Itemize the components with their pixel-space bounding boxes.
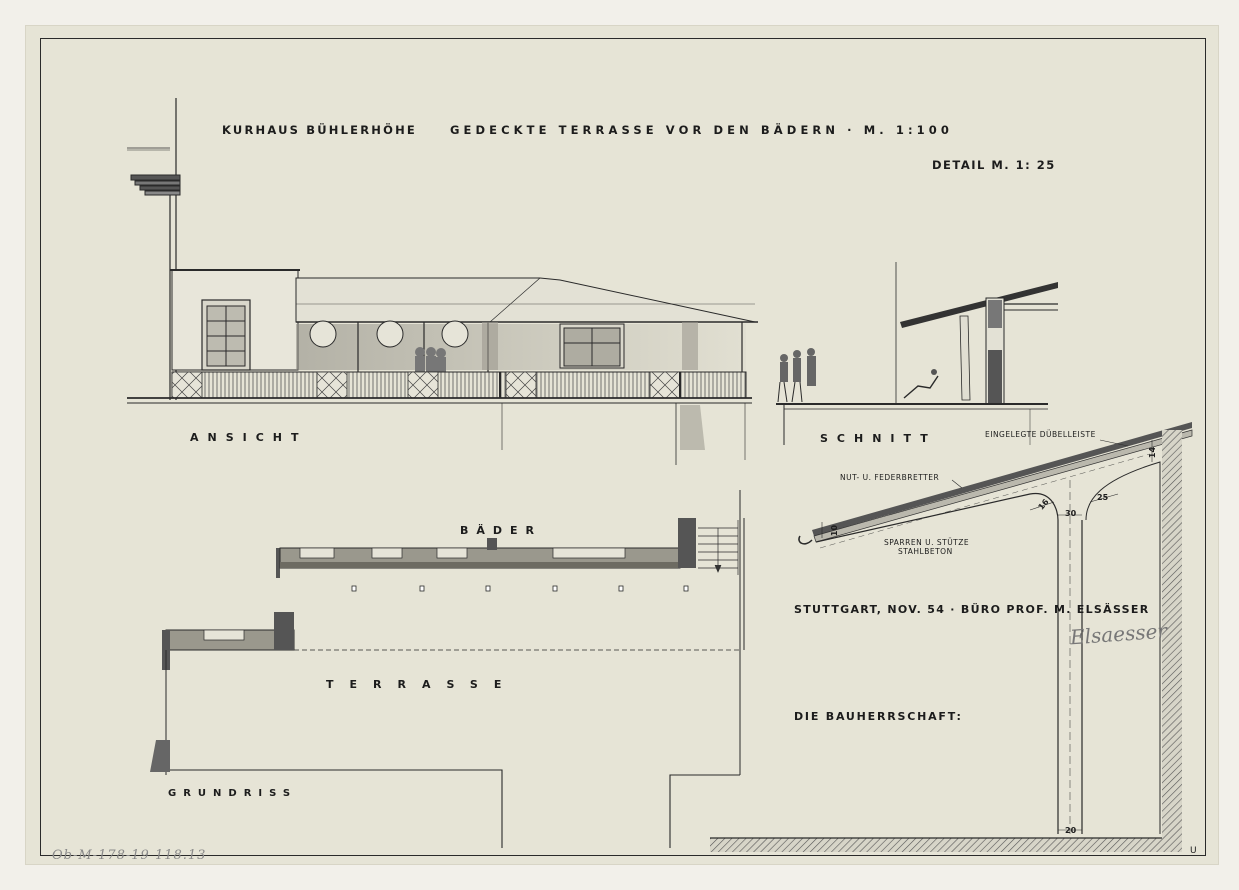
rafter-note-line2: STAHLBETON	[898, 547, 953, 556]
dim-10: 10	[830, 524, 840, 537]
drawing-frame	[40, 38, 1206, 856]
archive-mark: Ob-M-178-19 118.13	[52, 848, 207, 863]
corner-mark: U	[1190, 846, 1197, 856]
drawing-sheet	[26, 26, 1218, 864]
plan-view	[150, 490, 745, 848]
project-title: KURHAUS BÜHLERHÖHE	[222, 123, 417, 137]
dim-14: 14	[1148, 446, 1158, 459]
section-label: SCHNITT	[820, 432, 937, 445]
dim-20: 20	[1065, 826, 1077, 835]
detail-view	[710, 422, 1193, 852]
rafter-note-line1: SPARREN U. STÜTZE	[884, 538, 970, 547]
baths-label: BÄDER	[460, 524, 543, 537]
plan-label: GRUNDRISS	[168, 788, 298, 799]
terrace-label: TERRASSE	[326, 678, 518, 691]
elevation-view	[127, 98, 758, 465]
section-view	[776, 262, 1058, 445]
drawing-subject: GEDECKTE TERRASSE VOR DEN BÄDERN · M. 1:…	[450, 123, 953, 137]
boards-note: NUT- U. FEDERBRETTER	[840, 473, 940, 482]
detail-scale: DETAIL M. 1: 25	[932, 158, 1056, 172]
elevation-label: ANSICHT	[190, 431, 308, 444]
office-line: STUTTGART, NOV. 54 · BÜRO PROF. M. ELSÄS…	[794, 603, 1150, 616]
dim-30: 30	[1065, 509, 1077, 518]
client-line: DIE BAUHERRSCHAFT:	[794, 710, 963, 723]
dowel-note: EINGELEGTE DÜBELLEISTE	[985, 430, 1096, 439]
dim-25: 25	[1097, 493, 1109, 502]
